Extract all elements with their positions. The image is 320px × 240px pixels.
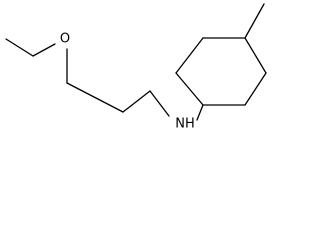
atom-amine-label: NH — [175, 117, 195, 132]
bond-c3-c4 — [66, 82, 124, 113]
bond-n-ring — [196, 104, 204, 121]
bond-ring-1 — [175, 72, 204, 106]
bond-methyl — [244, 3, 265, 39]
chemical-structure: O NH — [5, 3, 267, 132]
bond-c5-n — [149, 90, 170, 117]
bond-c4-c5 — [122, 90, 151, 113]
bond-ring-2 — [175, 37, 204, 74]
bond-c2-o — [32, 43, 56, 57]
bond-ring-4 — [244, 37, 267, 74]
atom-oxygen-label: O — [60, 32, 70, 47]
bond-c1-c2 — [5, 38, 34, 57]
bond-ring-5 — [244, 72, 267, 106]
